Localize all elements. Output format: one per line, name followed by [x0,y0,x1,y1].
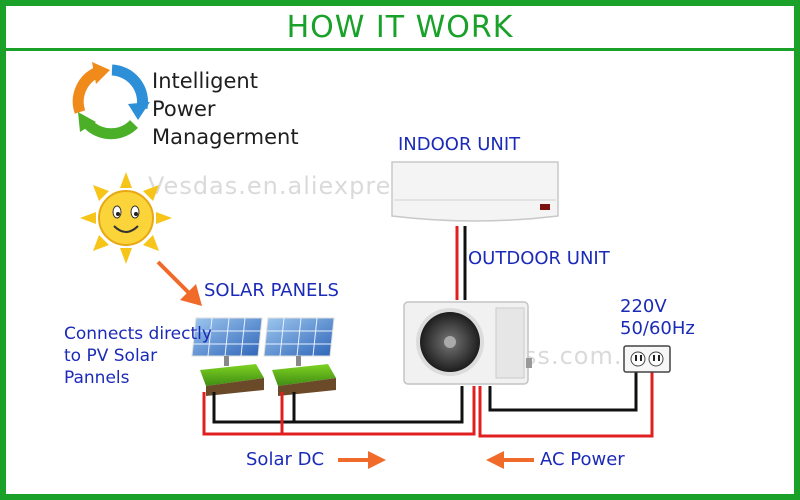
ac-outdoor-unit-icon [403,301,532,385]
smiling-sun-icon [80,172,172,264]
solar-panel-icon [191,317,263,366]
ac-power-label: AC Power [540,449,625,470]
connects-text-line-2: to PV Solar [64,346,158,366]
arrow-left-icon [486,451,534,469]
logo-text-line-1: Intelligent [152,69,258,93]
logo-text-line-3: Managerment [152,125,299,149]
grass-base-icon [272,364,336,396]
frequency-label: 50/60Hz [620,318,695,339]
logo-text-line-2: Power [152,97,216,121]
ac-indoor-unit-icon [391,161,559,222]
outdoor-unit-label: OUTDOOR UNIT [468,248,610,269]
indoor-unit-label: INDOOR UNIT [398,134,521,155]
connects-text-line-1: Connects directly [64,324,212,344]
title-band: HOW IT WORK [6,6,794,51]
page-title: HOW IT WORK [286,9,514,45]
voltage-label: 220V [620,296,667,317]
solar-panels-label: SOLAR PANELS [204,280,339,301]
recycle-arrows-icon [72,62,150,140]
connects-text-line-3: Pannels [64,368,130,388]
sun-to-panel-arrow-icon [156,260,202,306]
grass-base-icon [200,364,264,396]
ac-power-wires [478,372,654,438]
solar-dc-label: Solar DC [246,449,325,470]
arrow-right-icon [338,451,386,469]
power-outlet-icon [623,345,671,373]
solar-panel-icon [263,317,335,366]
indoor-outdoor-wires [455,226,467,300]
solar-dc-wires [202,386,476,436]
